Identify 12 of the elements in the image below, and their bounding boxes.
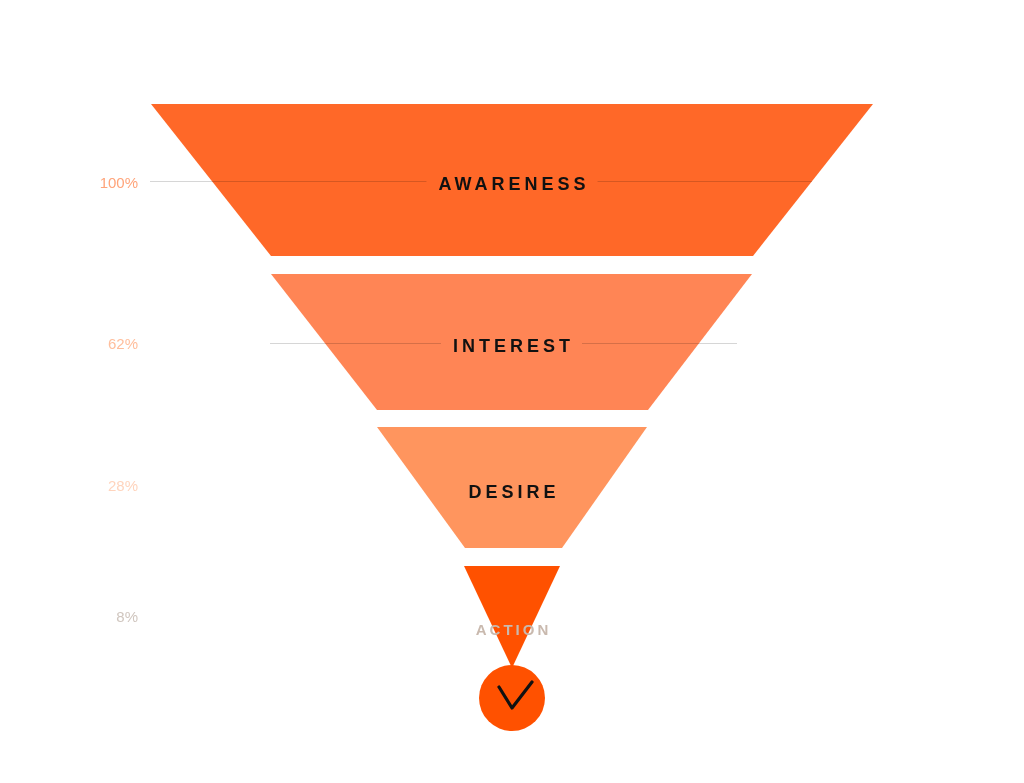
percentage-label: 62% [107,335,138,353]
funnel-stage [151,104,873,256]
funnel-stage [271,274,752,410]
funnel-stage [464,566,560,668]
stage-label: ACTION [474,621,552,639]
percentage-label: 100% [99,174,138,192]
stage-label: AWARENESS [437,173,590,195]
percentage-label: 28% [107,477,138,495]
percentage-label: 8% [116,608,138,626]
stage-label: DESIRE [467,481,560,503]
funnel-stage [377,427,647,548]
stage-label: INTEREST [452,335,574,357]
